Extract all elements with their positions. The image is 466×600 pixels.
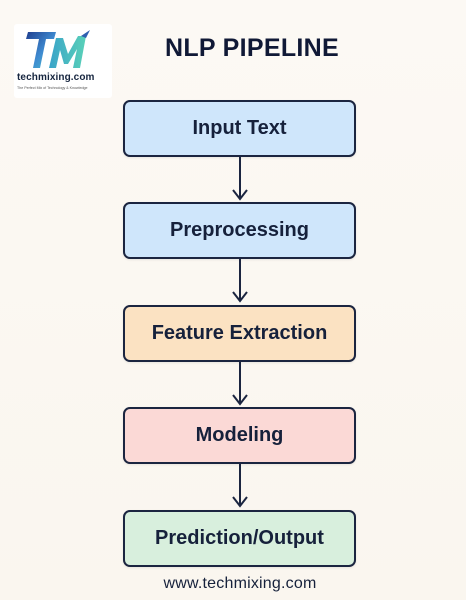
stage-input-text: Input Text [123,100,356,157]
footer-url: www.techmixing.com [163,575,317,592]
stage-feature-extraction: Feature Extraction [123,305,356,362]
logo-mark-icon [26,30,90,68]
stage-prediction-output: Prediction/Output [123,510,356,567]
logo: techmixing.com The Perfect Mix of Techno… [14,24,112,98]
brand-tagline: The Perfect Mix of Technology & Knowledg… [17,86,88,90]
down-arrow-icon [232,361,248,406]
down-arrow-icon [232,258,248,303]
page-title: NLP PIPELINE [164,34,339,62]
brand-name: techmixing.com [17,72,95,83]
stage-modeling: Modeling [123,407,356,464]
down-arrow-icon [232,156,248,201]
down-arrow-icon [232,463,248,508]
stage-preprocessing: Preprocessing [123,202,356,259]
